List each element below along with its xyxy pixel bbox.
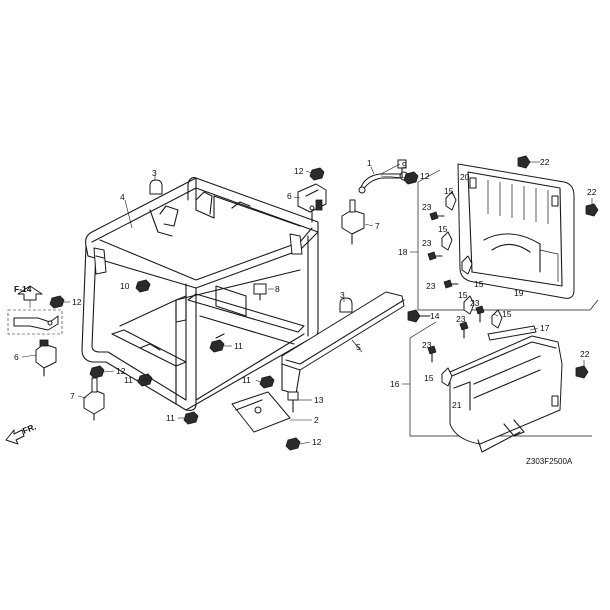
- mount-rubber-left: [35, 339, 57, 377]
- callout-15b: 15: [438, 224, 448, 234]
- side-cover-assembly: [409, 321, 592, 453]
- bolt-22c: [575, 365, 589, 379]
- nut-12a: [309, 167, 325, 181]
- clip-15f: [441, 367, 453, 387]
- callout-5: 5: [356, 342, 361, 352]
- callout-12a: 12: [294, 166, 304, 176]
- callout-12e: 12: [312, 437, 322, 447]
- callout-17: 17: [540, 323, 550, 333]
- stud-8: [253, 283, 267, 301]
- callout-15f: 15: [424, 373, 434, 383]
- bolt-22a: [517, 155, 531, 169]
- callout-labels: 1 2 3 3 4 5 6 6 7 7 8 9 10 11 11 11 11 1…: [14, 157, 597, 466]
- callout-14: 14: [430, 311, 440, 321]
- callout-21: 21: [452, 400, 462, 410]
- callout-23a: 23: [422, 202, 432, 212]
- callout-19: 19: [514, 288, 524, 298]
- callout-23e: 23: [456, 314, 466, 324]
- callout-6a: 6: [287, 191, 292, 201]
- callout-23f: 23: [470, 298, 480, 308]
- callout-12d: 12: [116, 366, 126, 376]
- front-indicator: FR.: [5, 421, 37, 445]
- callout-10: 10: [120, 281, 130, 291]
- bracket-plate: [231, 391, 291, 433]
- callout-23d: 23: [422, 340, 432, 350]
- callout-11c: 11: [242, 375, 251, 385]
- grommet-3a: [149, 179, 163, 195]
- callout-3a: 3: [152, 168, 157, 178]
- main-frame: [81, 177, 319, 411]
- bolt-22b: [585, 203, 599, 217]
- callout-15e: 15: [458, 290, 468, 300]
- callout-13: 13: [314, 395, 324, 405]
- rear-cover-assembly: [417, 163, 599, 311]
- callout-22c: 22: [580, 349, 590, 359]
- callout-2: 2: [314, 415, 319, 425]
- callout-12c: 12: [72, 297, 82, 307]
- bolt-13: [287, 391, 299, 413]
- callout-11d: 11: [166, 413, 175, 423]
- clip-15d: [491, 309, 503, 329]
- callout-12b: 12: [420, 171, 430, 181]
- screw-23d: [427, 345, 437, 363]
- callout-23c: 23: [426, 281, 436, 291]
- clip-15c: [461, 255, 473, 275]
- callout-4: 4: [120, 192, 125, 202]
- callout-23b: 23: [422, 238, 432, 248]
- nut-11c: [259, 375, 275, 389]
- callout-11b: 11: [124, 375, 133, 385]
- screw-23a: [429, 211, 445, 221]
- nut-11a: [209, 339, 225, 353]
- callout-15a: 15: [444, 186, 454, 196]
- reference-f14: F-14: [14, 284, 32, 294]
- callout-1: 1: [367, 158, 372, 168]
- callout-7b: 7: [70, 391, 75, 401]
- screw-23c: [443, 279, 459, 289]
- mount-rubber-bottom: [83, 377, 105, 421]
- leader-lines: [21, 161, 593, 445]
- mount-rubber-top: [297, 183, 327, 223]
- nut-12e: [285, 437, 301, 451]
- screw-23e: [459, 321, 469, 339]
- grommet-3b: [339, 297, 353, 313]
- clip-15a: [445, 191, 457, 211]
- bolt-9: [397, 159, 407, 179]
- ground-cable: [358, 171, 409, 194]
- nut-12b: [403, 171, 419, 185]
- diagram-code: Z303F2500A: [526, 457, 573, 466]
- screw-23b: [427, 251, 443, 261]
- nut-11d: [183, 411, 199, 425]
- f14-subassembly: [7, 285, 63, 335]
- callout-3b: 3: [340, 290, 345, 300]
- clip-15b: [441, 231, 453, 251]
- callout-18: 18: [398, 247, 408, 257]
- callout-11a: 11: [234, 341, 243, 351]
- front-label: FR.: [21, 421, 37, 435]
- callout-9: 9: [402, 160, 407, 170]
- callout-22b: 22: [587, 187, 597, 197]
- front-arrow-icon: [5, 429, 25, 445]
- callout-16: 16: [390, 379, 400, 389]
- callout-6b: 6: [14, 352, 19, 362]
- mount-rubber-right: [341, 199, 365, 245]
- callout-15d: 15: [502, 309, 512, 319]
- callout-22a: 22: [540, 157, 550, 167]
- callout-8: 8: [275, 284, 280, 294]
- clip-15e: [463, 295, 475, 315]
- callout-15c: 15: [474, 279, 484, 289]
- callout-20: 20: [460, 172, 470, 182]
- nut-12c: [49, 295, 65, 309]
- nut-12d: [89, 365, 105, 379]
- callout-7a: 7: [375, 221, 380, 231]
- screw-23f: [475, 305, 485, 323]
